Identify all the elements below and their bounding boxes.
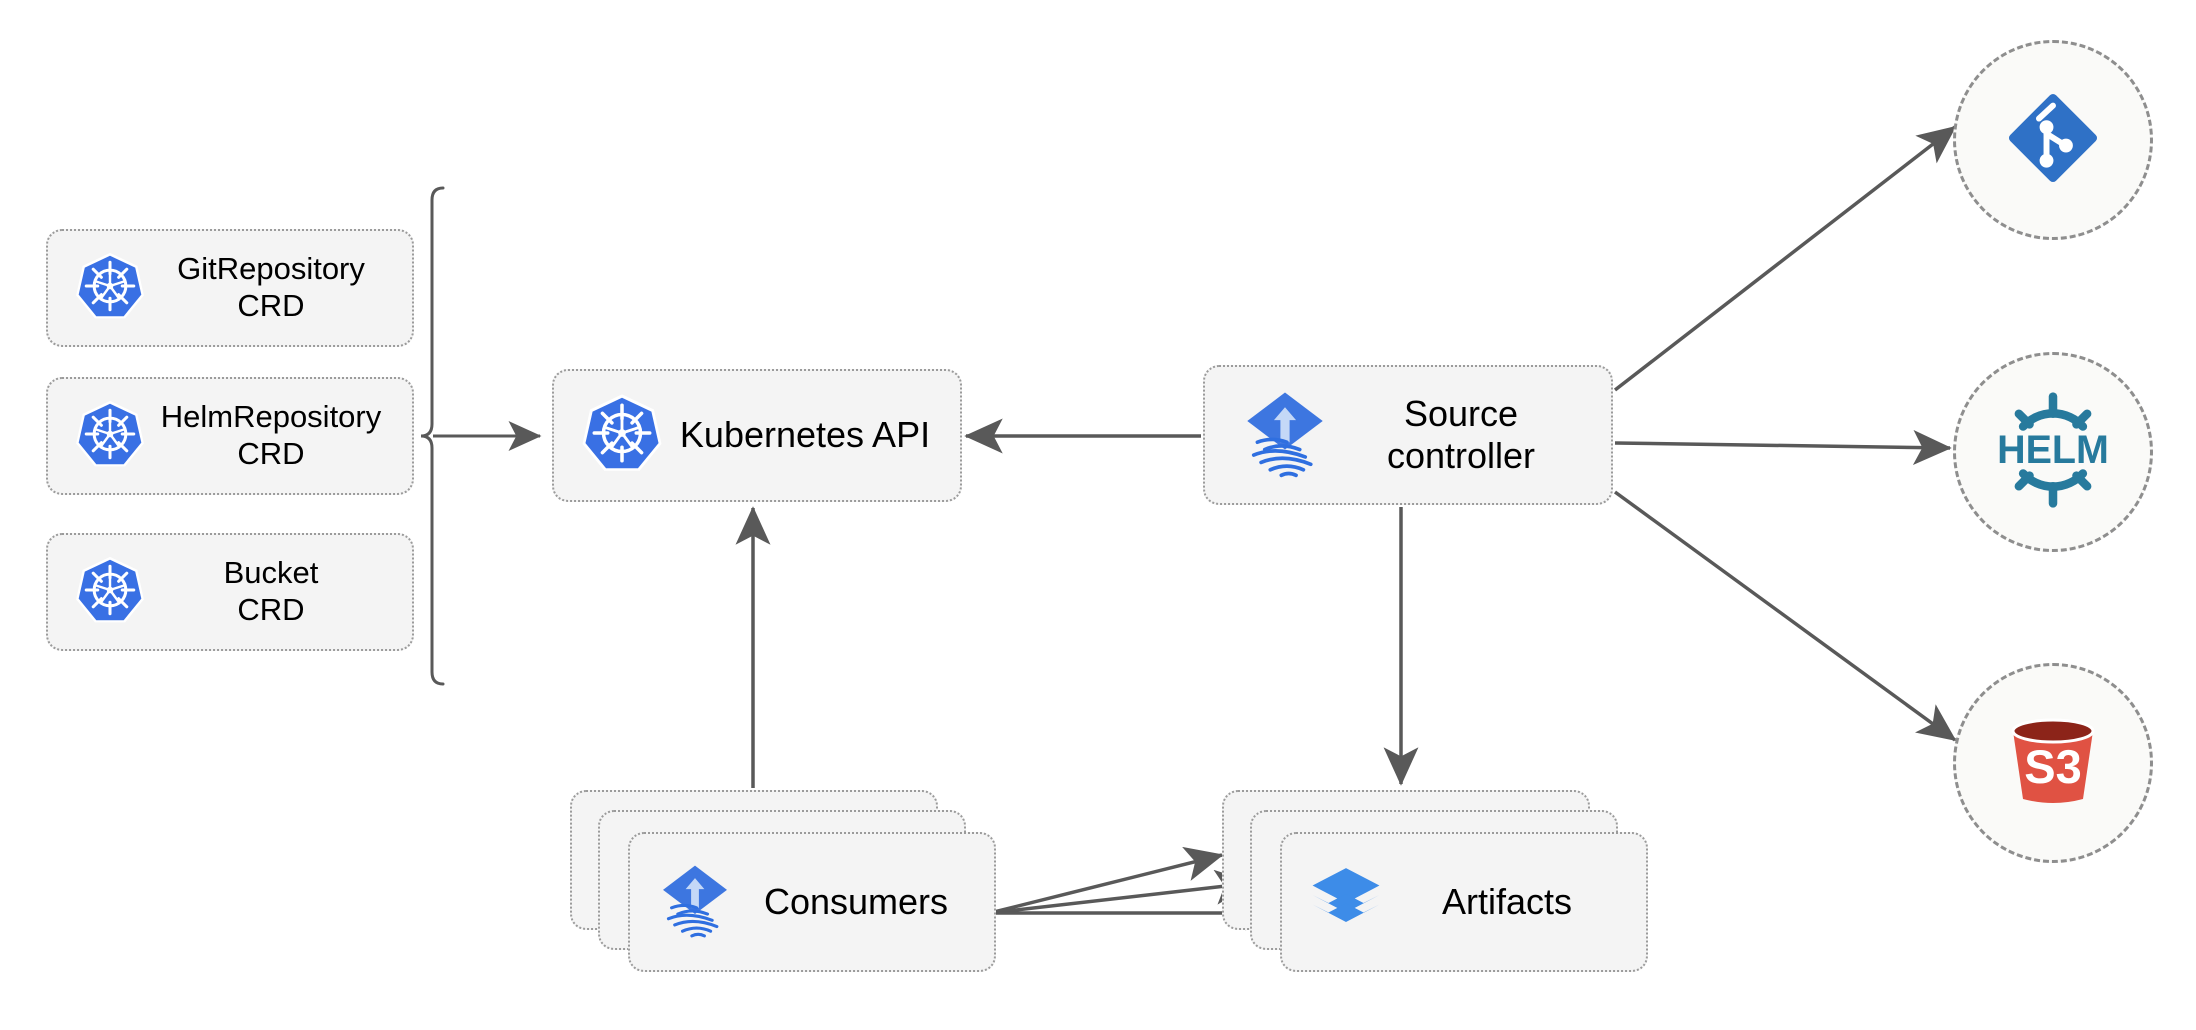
node-kubernetes-api[interactable]: Kubernetes API: [552, 369, 962, 502]
node-bucket-crd[interactable]: Bucket CRD: [46, 533, 414, 651]
consumers-layer-front[interactable]: Consumers: [628, 832, 996, 972]
kubernetes-icon: [580, 391, 664, 480]
git-icon: [1999, 84, 2107, 197]
edge-source-controller-to-helm: [1614, 429, 1952, 465]
flux-icon: [656, 861, 734, 944]
node-helm-repository-crd[interactable]: HelmRepository CRD: [46, 377, 414, 495]
kubernetes-icon: [74, 554, 146, 631]
kubernetes-icon: [74, 250, 146, 327]
kubernetes-icon: [74, 398, 146, 475]
helm-icon: HELM: [1989, 386, 2117, 519]
node-label: Kubernetes API: [679, 414, 931, 456]
crd-label: Bucket CRD: [223, 555, 319, 627]
edge-source-controller-to-s3: [1613, 490, 1957, 742]
flux-icon: [1239, 387, 1331, 484]
external-source-helm[interactable]: HELM: [1953, 352, 2153, 552]
crd-group-bracket: [420, 186, 445, 686]
helm-wordmark: HELM: [1997, 427, 2109, 471]
edge-consumers-to-artifacts-1: [989, 846, 1224, 915]
external-source-s3[interactable]: S3: [1953, 663, 2153, 863]
layers-icon: [1308, 862, 1384, 943]
s3-icon: S3: [1993, 701, 2113, 826]
edge-source-controller-to-git: [1613, 125, 1957, 392]
s3-wordmark: S3: [2024, 740, 2082, 793]
node-source-controller[interactable]: Source controller: [1203, 365, 1613, 505]
node-label: Consumers: [763, 881, 949, 922]
node-label: Artifacts: [1441, 881, 1573, 922]
crd-label: GitRepository CRD: [177, 251, 365, 323]
node-label: Source controller: [1386, 392, 1536, 476]
node-consumers[interactable]: Consumers: [570, 790, 1000, 974]
artifacts-layer-front[interactable]: Artifacts: [1280, 832, 1648, 972]
node-git-repository-crd[interactable]: GitRepository CRD: [46, 229, 414, 347]
crd-label: HelmRepository CRD: [160, 399, 382, 471]
edge-consumers-to-artifacts-2: [989, 869, 1254, 915]
external-source-git[interactable]: [1953, 40, 2153, 240]
node-artifacts[interactable]: Artifacts: [1222, 790, 1652, 974]
